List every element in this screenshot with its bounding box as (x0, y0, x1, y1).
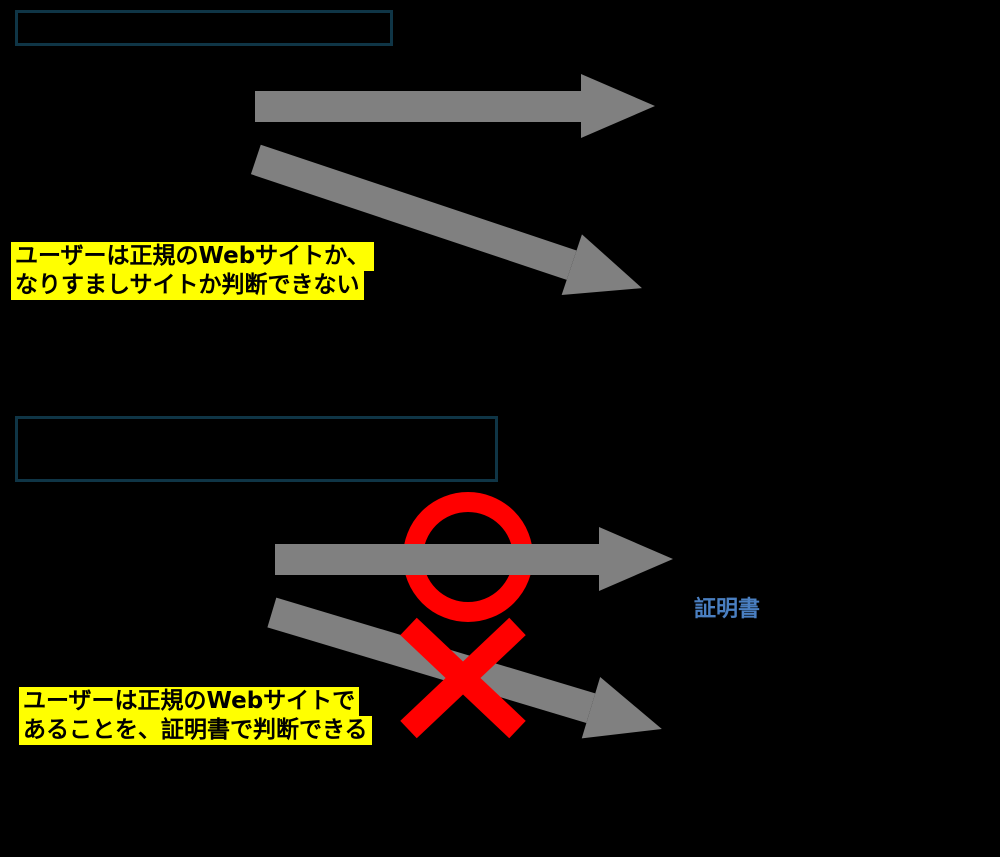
note-line-text: あることを、証明書で判断できる (19, 716, 372, 745)
note-line: なりすましサイトか判断できない (11, 271, 374, 300)
note-can-judge: ユーザーは正規のWebサイトで あることを、証明書で判断できる (19, 687, 372, 745)
note-line-text: ユーザーは正規のWebサイトで (19, 687, 360, 716)
note-line: ユーザーは正規のWebサイトか、 (11, 242, 374, 271)
ng-cross-icon (388, 603, 538, 753)
arrow-shaft (255, 90, 581, 122)
note-line: あることを、証明書で判断できる (19, 716, 372, 745)
arrow-to-legitimate-site-icon (255, 74, 655, 138)
arrow-head (581, 74, 655, 138)
arrow-head (581, 677, 672, 760)
note-line-text: なりすましサイトか判断できない (11, 271, 364, 300)
title-box-with-certificate (15, 416, 498, 482)
arrow-to-certified-site-icon (275, 527, 673, 591)
certificate-label: 証明書 (694, 597, 761, 622)
note-line-text: ユーザーは正規のWebサイトか、 (11, 242, 374, 271)
arrow-head (599, 527, 673, 591)
arrow-shaft (275, 543, 599, 575)
note-line: ユーザーは正規のWebサイトで (19, 687, 372, 716)
note-cannot-judge: ユーザーは正規のWebサイトか、 なりすましサイトか判断できない (11, 242, 374, 300)
arrow-head (561, 234, 653, 319)
title-box-without-certificate (15, 10, 393, 46)
